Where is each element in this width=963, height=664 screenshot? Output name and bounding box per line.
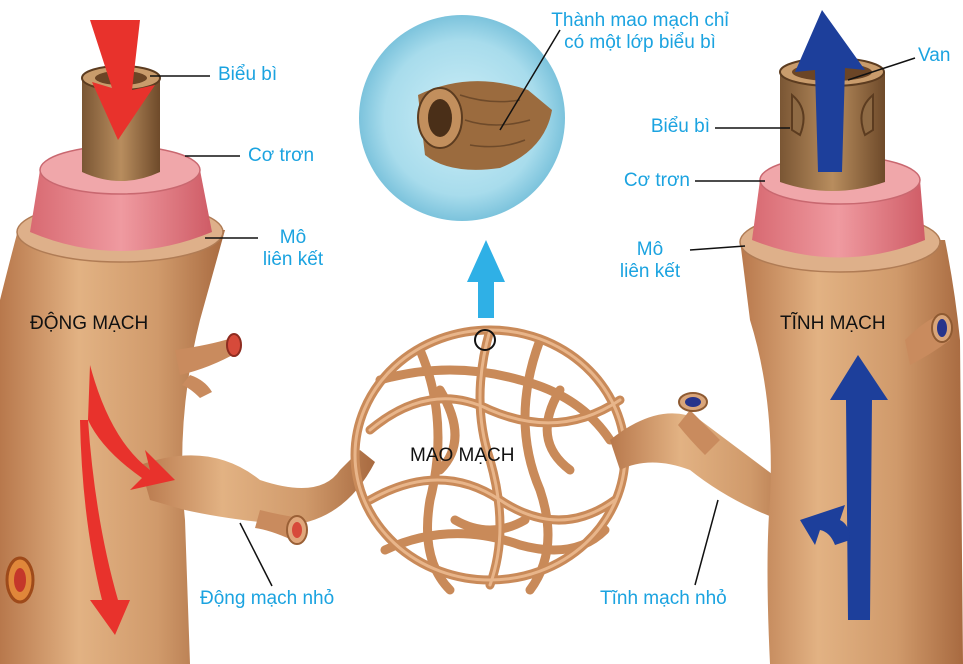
vein-connective-label: Mô liên kết xyxy=(610,239,690,283)
capillary-wall-label-line2: có một lớp biểu bì xyxy=(500,32,780,54)
artery-epithelium-label: Biểu bì xyxy=(218,64,277,86)
artery-connective-label-line2: liên kết xyxy=(252,249,334,271)
capillary-wall-label-line1: Thành mao mạch chỉ xyxy=(500,10,780,32)
capillary-wall-label: Thành mao mạch chỉ có một lớp biểu bì xyxy=(500,10,780,54)
vein-smooth-muscle-label: Cơ trơn xyxy=(560,170,690,192)
capillary-title: MAO MẠCH xyxy=(410,445,515,467)
vein-title: TĨNH MẠCH xyxy=(780,313,886,335)
artery-smooth-muscle-label: Cơ trơn xyxy=(248,145,314,167)
artery-title: ĐỘNG MẠCH xyxy=(30,313,148,335)
vein-epithelium-label: Biểu bì xyxy=(580,116,710,138)
vein-connective-label-line1: Mô xyxy=(610,239,690,261)
zoom-arrow-icon xyxy=(467,240,505,318)
artery-connective-label: Mô liên kết xyxy=(252,227,334,271)
vein-valve-label: Van xyxy=(918,45,950,67)
venule-label: Tĩnh mạch nhỏ xyxy=(600,588,727,610)
arteriole-label: Động mạch nhỏ xyxy=(200,588,334,610)
vein-connective-label-line2: liên kết xyxy=(610,261,690,283)
artery-connective-label-line1: Mô xyxy=(252,227,334,249)
